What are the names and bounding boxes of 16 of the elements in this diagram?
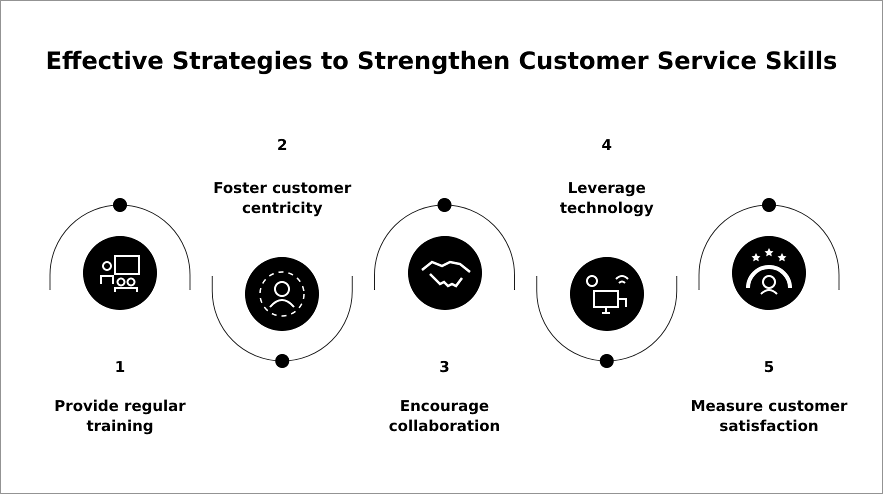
step-number: 5 <box>762 358 776 376</box>
title: Effective Strategies to Strengthen Customer Service Skills <box>44 47 838 75</box>
step-label: Encourage collaboration <box>388 396 502 436</box>
step-number: 3 <box>438 358 451 376</box>
step-label: Measure customer satisfaction <box>690 396 848 436</box>
step-label: Foster customer centricity <box>212 178 352 218</box>
person-icon <box>245 257 320 331</box>
step-label: Leverage technology <box>558 178 655 218</box>
computer-icon <box>570 257 644 331</box>
step-number: 4 <box>600 136 613 154</box>
step-number: 1 <box>114 358 126 376</box>
gauge-icon <box>732 236 806 310</box>
step-label: Provide regular training <box>53 396 187 436</box>
presenter-icon <box>83 236 157 310</box>
handshake-icon <box>408 236 482 310</box>
step-number: 2 <box>276 136 288 154</box>
